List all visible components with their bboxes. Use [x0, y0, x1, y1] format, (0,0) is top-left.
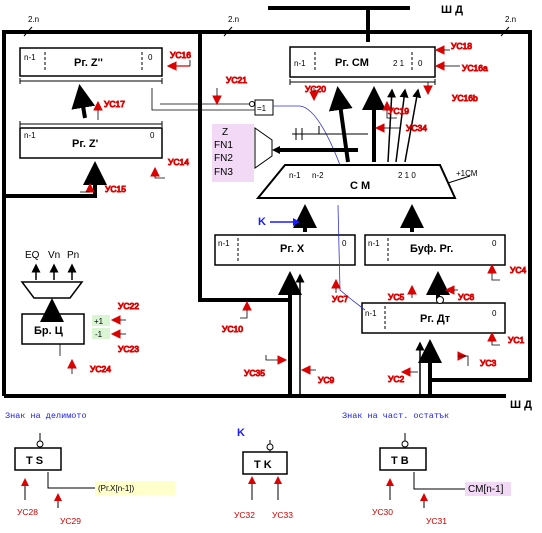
register-dt: n-1 0 Рг. Дт	[361, 302, 506, 334]
dec-label: -1	[95, 330, 103, 339]
flag-pn: Pn	[67, 250, 79, 261]
buf-label: Буф. Рг.	[410, 243, 453, 255]
tb-input-label: СМ[n-1]	[468, 484, 504, 495]
us18-label: УС18	[451, 41, 472, 51]
tk-caption: K	[237, 427, 245, 439]
tk-name: T K	[254, 459, 272, 471]
z2-bit-low: 0	[148, 53, 153, 62]
flipflop-tb: Знак на част. остатък T B СМ[n-1] УС30 У…	[342, 411, 511, 526]
ts-name: T S	[26, 455, 43, 467]
adder-bit-n2: n-2	[312, 171, 324, 180]
cm-bits-21: 2 1	[393, 59, 405, 68]
us33-label: УС33	[272, 510, 293, 520]
us10-label: УС10	[222, 324, 243, 334]
z1-bit-high: n-1	[24, 131, 36, 140]
inc-label: +1	[94, 317, 104, 326]
us35-label: УС35	[244, 368, 265, 378]
flag-fn1: FN1	[214, 140, 233, 151]
flags-block: Z FN1 FN2 FN3	[212, 124, 273, 182]
xor-label: =1	[257, 104, 267, 113]
cm-label: Рг. СМ	[335, 57, 369, 69]
flipflop-ts: Знак на делимото T S (Рг.Х[n-1]) УС28 УС…	[5, 411, 175, 526]
cm-bit-0: 0	[418, 59, 423, 68]
us19-label: УС19	[388, 106, 409, 116]
flag-fn2: FN2	[214, 153, 233, 164]
us14-label: УС14	[168, 157, 189, 167]
us21-label: УС21	[226, 75, 247, 85]
x-bit-high: n-1	[218, 239, 230, 248]
ts-caption: Знак на делимото	[5, 411, 87, 421]
us17-label: УС17	[104, 99, 125, 109]
us23-label: УС23	[118, 344, 139, 354]
dt-bit-high: n-1	[365, 309, 377, 318]
ts-input-label: (Рг.Х[n-1])	[98, 484, 135, 493]
xor-gate: =1	[249, 99, 274, 116]
us7-label: УС7	[332, 294, 349, 304]
bus-top-label: Ш Д	[441, 4, 463, 16]
us32-label: УС32	[234, 510, 255, 520]
us4-label: УС4	[510, 265, 527, 275]
us22-label: УС22	[118, 301, 139, 311]
dt-label: Рг. Дт	[420, 313, 451, 325]
x-bit-low: 0	[342, 239, 347, 248]
us20-label: УС20	[305, 84, 326, 94]
adder-label: С М	[350, 180, 370, 192]
us9-label: УС9	[318, 375, 335, 385]
register-x: n-1 0 Рг. X	[214, 234, 356, 266]
us16-label: УС16	[170, 50, 191, 60]
data-bus-bottom: Ш Д	[4, 394, 532, 411]
width-2n-right: 2.n	[505, 15, 516, 24]
register-cm: n-1 2 1 0 Рг. СМ	[289, 46, 436, 85]
us28-label: УС28	[17, 507, 38, 517]
flipflop-tk: K T K УС32 УС33	[234, 427, 293, 520]
us29-label: УС29	[60, 516, 81, 526]
flag-eq: EQ	[25, 250, 40, 261]
dt-bit-low: 0	[492, 309, 497, 318]
z1-label: Рг. Z'	[72, 138, 99, 150]
buf-bit-low: 0	[492, 239, 497, 248]
register-buf: n-1 0 Буф. Рг.	[364, 234, 506, 266]
k-input-label: K	[258, 216, 266, 228]
flag-fn3: FN3	[214, 167, 233, 178]
us1-label: УС1	[508, 335, 525, 345]
register-z1: n-1 0 Рг. Z'	[19, 121, 163, 159]
us5-label: УС5	[388, 292, 405, 302]
width-2n-mid: 2.n	[228, 15, 239, 24]
bc-label: Бр. Ц	[34, 325, 63, 337]
z1-bit-low: 0	[150, 131, 155, 140]
us24-label: УС24	[90, 364, 111, 374]
us2-label: УС2	[388, 374, 405, 384]
plus-1cm-label: +1СМ	[456, 169, 478, 178]
buf-bit-high: n-1	[368, 239, 380, 248]
cm-bit-high: n-1	[294, 59, 306, 68]
control-signals: УС16 УС17 УС14 УС15 УС21 УС20 УС19 УС34 …	[67, 41, 527, 386]
z2-label: Рг. Z''	[74, 57, 103, 69]
us6-label: УС6	[458, 292, 475, 302]
adder-cm: n-1 n-2 2 1 0 С М	[255, 164, 457, 199]
us34-label: УС34	[406, 123, 427, 133]
bus-bottom-label: Ш Д	[510, 399, 532, 411]
counter-bc: Бр. Ц EQ Vn Pn +1 -1	[20, 250, 110, 345]
us30-label: УС30	[372, 507, 393, 517]
us16b-label: УС16b	[452, 93, 478, 103]
register-z2: n-1 0 Рг. Z''	[19, 47, 163, 84]
tb-name: T B	[391, 455, 409, 467]
flag-z: Z	[222, 127, 228, 138]
us16a-label: УС16а	[462, 63, 488, 73]
z2-bit-high: n-1	[24, 53, 36, 62]
width-2n-left: 2.n	[28, 15, 39, 24]
tb-caption: Знак на част. остатък	[342, 411, 449, 421]
flag-vn: Vn	[48, 250, 60, 261]
adder-bit-n1: n-1	[289, 171, 301, 180]
us15-label: УС15	[105, 184, 126, 194]
x-label: Рг. X	[280, 243, 305, 255]
us31-label: УС31	[426, 516, 447, 526]
data-bus-top: Ш Д	[268, 4, 463, 16]
us3-label: УС3	[480, 358, 497, 368]
adder-bits-210: 2 1 0	[398, 171, 416, 180]
